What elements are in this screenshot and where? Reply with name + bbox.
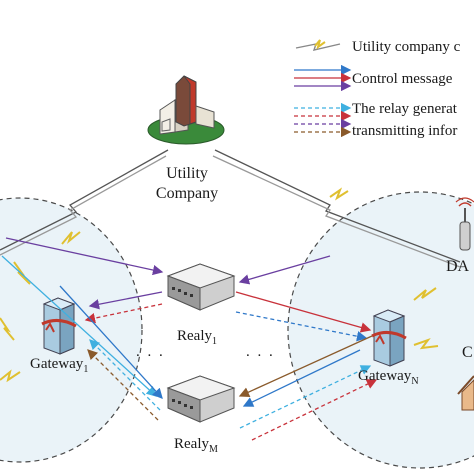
dap-label: DA [446,258,470,275]
lightning-link-icon [413,337,439,350]
legend-dashed-arrows [294,102,352,138]
utility-label-line1: Utility [166,165,208,182]
relay-m-icon [166,375,236,423]
relay-m-label: RealyM [174,436,218,455]
lightning-link-icon [61,231,81,245]
gateway-n-label: GatewayN [358,368,419,387]
utility-left-link [0,149,169,256]
gateway-n-icon [371,309,407,367]
gateway-1-label: Gateway1 [30,356,89,375]
utility-label-line2: Company [155,185,219,202]
lightning-link-icon [413,287,437,301]
utility-right-link [212,149,461,268]
lightning-link-icon [329,187,349,201]
utility-company-label: Utility Company [148,164,226,204]
cyan-dashed-arrow [89,339,161,411]
gateway-1-icon [41,297,77,355]
blue-control-arrow-right [242,349,361,407]
brown-dashed-arrow [87,349,159,421]
lightning-link-icon [0,317,15,341]
purple-control-arrow-right [238,255,331,285]
legend-text: Utility company c [352,39,461,55]
purple-control-arrow [5,237,164,276]
cut-off-label: C [462,344,473,361]
brown-control-arrow-right [238,335,373,397]
legend-lightning-symbol [295,39,341,51]
blue-dashed-arrow-right [235,311,368,342]
legend-text: Control message [352,71,453,87]
red-dashed-arrow [84,303,163,324]
cyan-dashed-arrow-right [239,365,372,429]
legend-solid-arrows [294,64,352,92]
legend-text: The relay generat [352,101,457,117]
red-dashed-arrow-right [251,379,378,441]
dap-antenna-icon [455,197,474,251]
legend-text: transmitting infor [352,123,458,139]
relay-1-icon [166,263,236,311]
lightning-link-icon [0,369,21,383]
house-icon [457,375,474,411]
utility-company-icon [147,75,225,145]
blue-control-arrow [59,285,163,399]
link-ellipsis: . . . [246,344,275,360]
cyan-control-arrow [1,255,157,397]
red-control-arrow-right [235,291,372,333]
purple-reply-arrow [88,291,163,310]
relay-1-label: Realy1 [177,328,217,347]
relay-ellipsis: . . . [136,344,165,360]
